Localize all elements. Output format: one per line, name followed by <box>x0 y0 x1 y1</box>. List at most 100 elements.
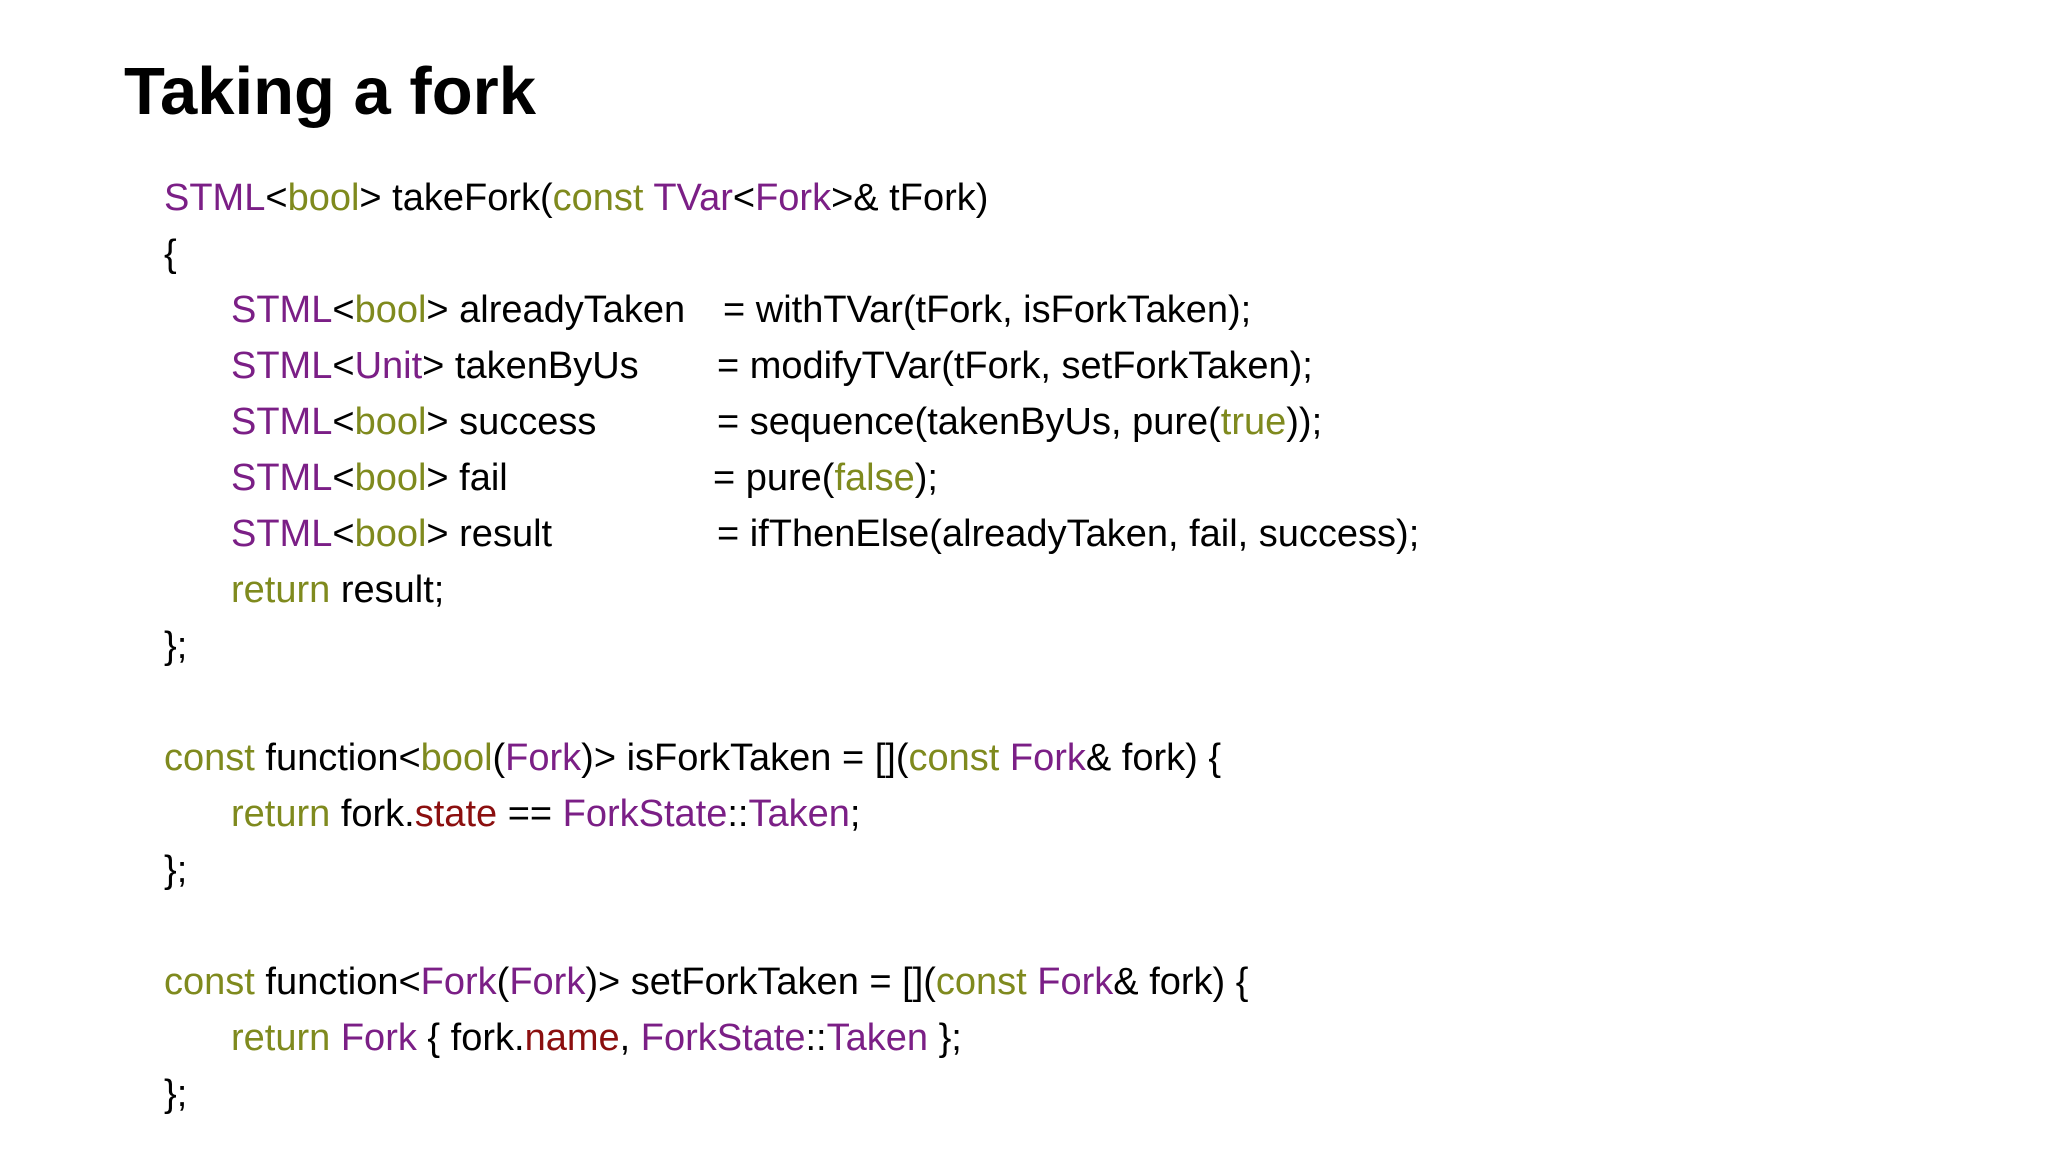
code-token: > alreadyTaken <box>426 289 686 331</box>
code-token: :: <box>805 1017 827 1059</box>
code-token: result; <box>330 569 445 611</box>
code-token: state <box>414 793 498 835</box>
code-token <box>999 737 1010 779</box>
take-fork-signature: STML<bool> takeFork(const TVar<Fork>& tF… <box>164 170 1248 226</box>
code-token: true <box>1220 401 1287 443</box>
code-token: > success <box>426 401 597 443</box>
code-token: const <box>908 737 1000 779</box>
code-token: bool <box>354 457 427 499</box>
code-token: Taken <box>748 793 850 835</box>
code-token: return <box>231 569 331 611</box>
code-token: > result <box>426 513 553 555</box>
code-token: name <box>524 1017 620 1059</box>
code-token: const <box>164 737 255 779</box>
assignment-expression: = ifThenElse(alreadyTaken, fail, success… <box>717 513 1420 555</box>
success-line: STML<bool> success = sequence(takenByUs, … <box>164 394 1322 450</box>
code-token: const <box>552 177 644 219</box>
code-token: STML <box>231 457 333 499</box>
set-fork-taken-signature: const function<Fork(Fork)> setForkTaken … <box>164 954 1248 1010</box>
code-token: bool <box>420 737 493 779</box>
taken-by-us-line: STML<Unit> takenByUs = modifyTVar(tFork, … <box>164 338 1313 394</box>
code-token: Fork <box>505 737 582 779</box>
code-token: function< <box>254 737 421 779</box>
code-token: bool <box>354 401 427 443</box>
code-token: < <box>332 345 355 387</box>
fail-line: STML<bool> fail = pure(false); <box>164 450 1248 506</box>
code-token: & fork) { <box>1113 961 1249 1003</box>
assignment-expression: = pure(false); <box>713 450 938 506</box>
code-token: & fork) { <box>1085 737 1222 779</box>
code-token: { fork. <box>416 1017 525 1059</box>
code-token: >& tFork) <box>831 177 989 219</box>
code-token: Fork <box>755 177 832 219</box>
code-token: Taken <box>826 1017 929 1059</box>
code-token: < <box>332 457 355 499</box>
return-result-line: return result; <box>164 562 1248 618</box>
blank-line <box>164 898 1248 954</box>
is-fork-taken-signature: const function<bool(Fork)> isForkTaken =… <box>164 730 1248 786</box>
take-fork-open-brace: { <box>164 233 177 275</box>
result-line: STML<bool> result = ifThenElse(alreadyTak… <box>164 506 1419 562</box>
code-token: Fork <box>1037 961 1114 1003</box>
code-token: return <box>231 1017 331 1059</box>
code-token: > fail <box>426 457 508 499</box>
code-token: const <box>164 961 255 1003</box>
code-token: < <box>332 289 355 331</box>
code-token: function< <box>254 961 421 1003</box>
assignment-expression: = withTVar(tFork, isForkTaken); <box>723 289 1252 331</box>
code-token: < <box>332 513 355 555</box>
code-token: = pure( <box>713 457 835 499</box>
code-token: STML <box>231 345 333 387</box>
code-token: STML <box>231 513 333 555</box>
code-token: ForkState <box>562 793 728 835</box>
code-token: bool <box>287 177 360 219</box>
code-token: , <box>619 1017 641 1059</box>
code-token: Unit <box>354 345 423 387</box>
code-token <box>643 177 653 219</box>
code-token: STML <box>164 177 266 219</box>
code-token <box>330 1017 341 1059</box>
code-token: )); <box>1286 401 1323 443</box>
code-token: ( <box>492 737 506 779</box>
code-token: > takenByUs <box>422 345 639 387</box>
code-token: :: <box>727 793 749 835</box>
assignment-expression: = sequence(takenByUs, pure(true)); <box>717 394 1322 450</box>
code-token: ; <box>849 793 861 835</box>
take-fork-close: }; <box>164 625 188 667</box>
code-token: < <box>732 177 756 219</box>
code-token: return <box>231 793 331 835</box>
code-token: false <box>834 457 915 499</box>
code-token: const <box>935 961 1027 1003</box>
code-token: STML <box>231 289 333 331</box>
code-token: ); <box>914 457 938 499</box>
code-token: Fork <box>340 1017 417 1059</box>
code-token: Fork <box>420 961 497 1003</box>
code-block: STML<bool> takeFork(const TVar<Fork>& tF… <box>164 170 1419 1122</box>
code-token: Fork <box>509 961 586 1003</box>
code-token: ( <box>496 961 510 1003</box>
set-fork-taken-close: }; <box>164 1073 188 1115</box>
code-token: < <box>265 177 288 219</box>
code-token: fork. <box>330 793 415 835</box>
code-token: }; <box>928 1017 962 1059</box>
code-token: ForkState <box>640 1017 806 1059</box>
is-fork-taken-body: return fork.state == ForkState::Taken; <box>164 786 1248 842</box>
blank-line <box>164 674 1248 730</box>
already-taken-line: STML<bool> alreadyTaken = withTVar(tFork,… <box>164 282 1252 338</box>
assignment-expression: = modifyTVar(tFork, setForkTaken); <box>717 345 1313 387</box>
code-token: )> setForkTaken = []( <box>585 961 936 1003</box>
code-token: < <box>332 401 355 443</box>
code-token: )> isForkTaken = []( <box>581 737 909 779</box>
code-token <box>1027 961 1038 1003</box>
code-token: = sequence(takenByUs, pure( <box>717 401 1221 443</box>
set-fork-taken-body: return Fork { fork.name, ForkState::Take… <box>164 1010 1248 1066</box>
is-fork-taken-close: }; <box>164 849 188 891</box>
code-token: bool <box>354 289 427 331</box>
code-token: Fork <box>1009 737 1086 779</box>
code-token: TVar <box>653 177 733 219</box>
code-token: STML <box>231 401 333 443</box>
code-token: == <box>497 793 563 835</box>
code-token: > takeFork( <box>359 177 553 219</box>
slide-title: Taking a fork <box>124 54 537 129</box>
code-token: bool <box>354 513 427 555</box>
